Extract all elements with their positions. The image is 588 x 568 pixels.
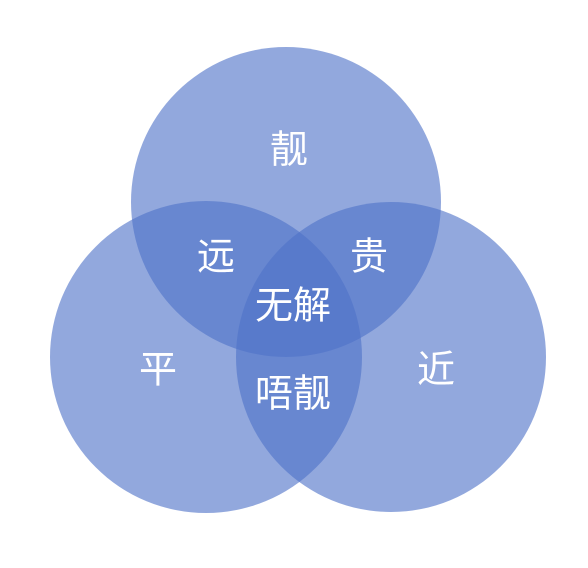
- region-label-top-left: 远: [197, 235, 235, 279]
- circle-right: [236, 202, 546, 512]
- region-label-right-only: 近: [417, 348, 455, 392]
- region-label-top-only: 靓: [270, 128, 308, 172]
- region-label-left-only: 平: [139, 348, 177, 392]
- region-label-left-right: 唔靓: [255, 372, 331, 416]
- region-label-center: 无解: [255, 284, 331, 328]
- region-label-top-right: 贵: [350, 235, 388, 279]
